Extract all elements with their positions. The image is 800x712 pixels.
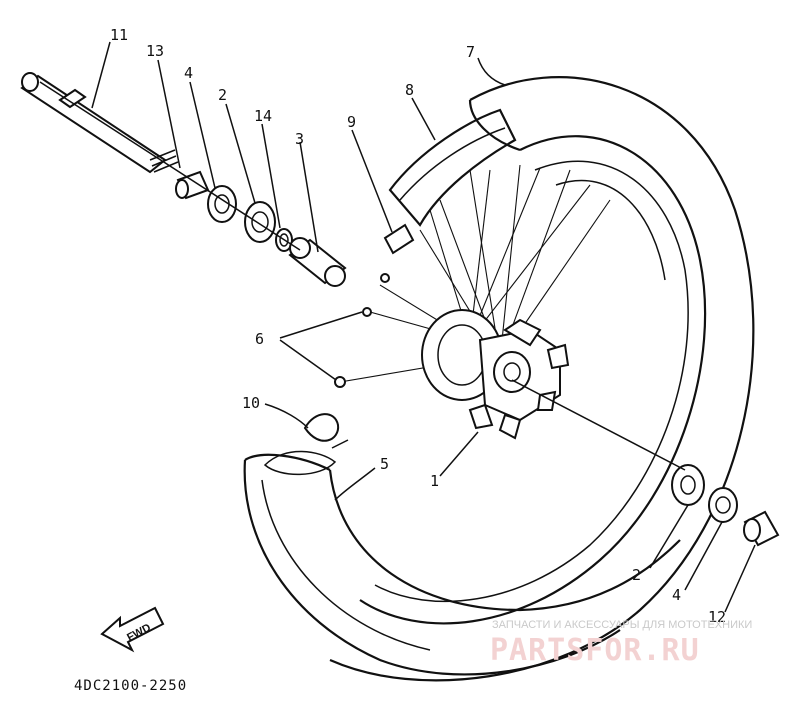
leader-lines [39, 41, 756, 613]
axle [20, 72, 179, 174]
callout-7: 7 [466, 43, 475, 61]
callout-9: 9 [347, 113, 356, 131]
watermark: ЗАПЧАСТИ И АКСЕССУАРЫ ДЛЯ МОТОТЕХНИКИ PA… [490, 619, 752, 668]
callout-13: 13 [146, 42, 164, 60]
callout-3: 3 [295, 130, 304, 148]
callout-4a: 4 [184, 64, 193, 82]
callout-14: 14 [254, 107, 272, 125]
spacer [288, 237, 347, 287]
callout-2a: 2 [218, 86, 227, 104]
callout-2b: 2 [632, 566, 641, 584]
callouts: 11 13 4 2 14 3 9 8 7 6 10 5 1 2 4 12 [110, 26, 726, 626]
tube-valve [263, 413, 349, 476]
watermark-logo: PARTSFOR.RU [490, 633, 700, 668]
hub [421, 309, 570, 440]
collar-right [743, 510, 780, 547]
rim-band [388, 108, 517, 227]
watermark-tagline: ЗАПЧАСТИ И АКСЕССУАРЫ ДЛЯ МОТОТЕХНИКИ [492, 619, 752, 631]
callout-12: 12 [708, 608, 726, 626]
diagram-code: 4DC2100-2250 [74, 678, 187, 694]
callout-5: 5 [380, 455, 389, 473]
oil-seal-left [207, 185, 237, 223]
callout-4b: 4 [672, 586, 681, 604]
callout-1: 1 [430, 472, 439, 490]
valve [383, 223, 415, 255]
bearing-right [671, 464, 705, 506]
rim [329, 76, 755, 682]
collar-left [175, 170, 210, 200]
tire [243, 453, 681, 676]
bearing-left [244, 201, 276, 243]
callout-11: 11 [110, 26, 128, 44]
callout-6: 6 [255, 330, 264, 348]
forward-arrow: FWD [100, 606, 165, 653]
oil-seal-right [708, 487, 738, 523]
spoke-nipples [334, 273, 390, 388]
callout-8: 8 [405, 81, 414, 99]
callout-10: 10 [242, 394, 260, 412]
